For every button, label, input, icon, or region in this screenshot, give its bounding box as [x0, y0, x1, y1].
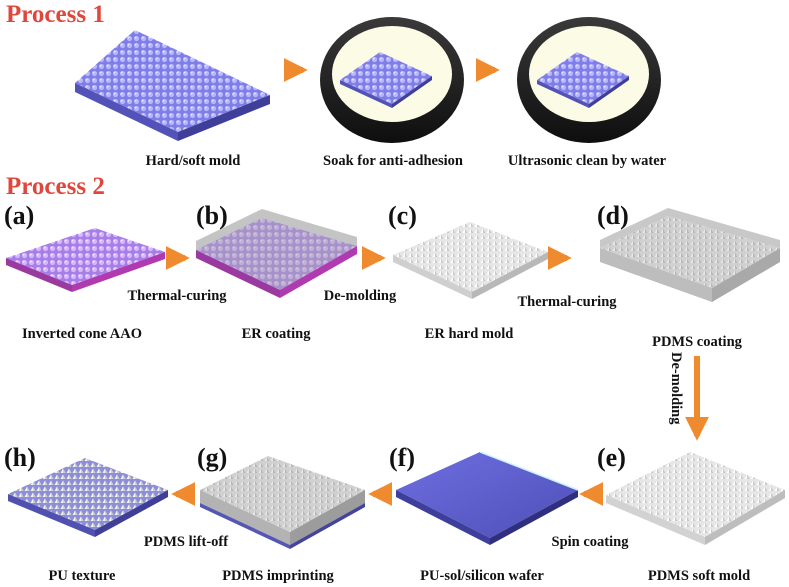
panel-letter-g: (g) — [197, 443, 227, 472]
panel-f-pu-sol-wafer — [396, 451, 579, 545]
transition-c-d: Thermal-curing — [517, 294, 617, 310]
panel-c-er-hard-mold — [393, 222, 548, 299]
step-label-hard-soft-mold: Hard/soft mold — [146, 153, 241, 169]
panel-letter-b: (b) — [196, 201, 228, 230]
process1-title: Process 1 — [6, 1, 105, 28]
hard-soft-mold-illustration — [75, 30, 270, 141]
panel-h-pu-texture — [8, 458, 168, 537]
caption-c: ER hard mold — [425, 326, 514, 342]
caption-h: PU texture — [49, 568, 117, 584]
panel-letter-f: (f) — [389, 443, 415, 472]
caption-g: PDMS imprinting — [222, 568, 334, 584]
panel-letter-d: (d) — [597, 201, 629, 230]
panel-letter-e: (e) — [597, 443, 626, 472]
panel-letter-h: (h) — [4, 443, 36, 472]
step-label-ultrasonic: Ultrasonic clean by water — [508, 153, 667, 169]
step-label-soak: Soak for anti-adhesion — [323, 153, 463, 169]
transition-g-h: PDMS lift-off — [144, 534, 228, 550]
panel-a-aao — [6, 228, 165, 292]
transition-d-e: De-molding — [668, 352, 684, 425]
panel-letter-a: (a) — [4, 201, 34, 230]
transition-b-c: De-molding — [324, 288, 397, 304]
caption-b: ER coating — [242, 326, 312, 342]
panel-b-er-coating — [196, 209, 357, 298]
caption-f: PU-sol/silicon wafer — [420, 568, 544, 584]
petri-dish-ultrasonic — [517, 17, 661, 143]
petri-dish-soak — [320, 17, 464, 143]
caption-a: Inverted cone AAO — [22, 326, 142, 342]
panel-letter-c: (c) — [388, 201, 417, 230]
caption-e: PDMS soft mold — [648, 568, 750, 584]
panel-d-pdms-coating — [600, 208, 780, 302]
transition-a-b: Thermal-curing — [127, 288, 227, 304]
panel-g-pdms-imprinting — [200, 456, 365, 549]
process2-title: Process 2 — [6, 173, 105, 200]
transition-e-f: Spin coating — [552, 534, 630, 550]
panel-e-pdms-soft-mold — [606, 452, 785, 545]
caption-d: PDMS coating — [652, 334, 743, 350]
